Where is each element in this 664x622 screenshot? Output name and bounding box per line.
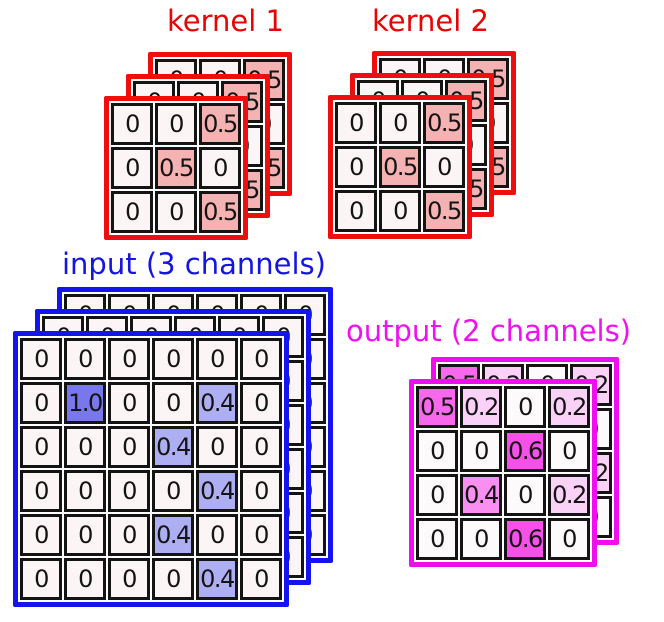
matrix-cell: 0.6 [504, 518, 546, 560]
matrix-cell: 0 [240, 338, 282, 380]
matrix-cell: 0 [108, 426, 150, 468]
matrix-cell: 0.5 [423, 102, 465, 144]
matrix-cell: 0 [155, 191, 197, 233]
output-title: output (2 channels) [346, 314, 632, 348]
kernel-2-title: kernel 2 [372, 4, 489, 38]
matrix-cell: 0.4 [460, 474, 502, 516]
matrix-cell: 0.4 [196, 382, 238, 424]
matrix-cell: 0 [335, 146, 377, 188]
matrix-cell: 0 [199, 147, 241, 189]
matrix-cell: 0 [152, 382, 194, 424]
matrix-cell: 0 [240, 558, 282, 600]
matrix-cell: 0 [111, 147, 153, 189]
matrix-cell: 0 [108, 514, 150, 556]
matrix-cell: 0.5 [199, 191, 241, 233]
matrix-cell: 0 [196, 338, 238, 380]
matrix-cell: 0 [20, 558, 62, 600]
matrix-cell: 0.4 [196, 558, 238, 600]
matrix-cell: 0 [108, 382, 150, 424]
matrix-cell: 0.6 [504, 430, 546, 472]
matrix-cell: 0 [152, 558, 194, 600]
matrix-cell: 0.4 [152, 426, 194, 468]
matrix-cell: 0 [20, 382, 62, 424]
matrix-cell: 0 [108, 338, 150, 380]
matrix-cell: 0 [111, 103, 153, 145]
matrix-cell: 0 [20, 426, 62, 468]
matrix-cell: 0 [240, 426, 282, 468]
matrix-cell: 0 [423, 146, 465, 188]
matrix-cell: 0 [335, 102, 377, 144]
matrix-cell: 0 [108, 558, 150, 600]
matrix-cell: 0.2 [460, 386, 502, 428]
matrix-cell: 0 [64, 558, 106, 600]
matrix-cell: 0 [64, 470, 106, 512]
matrix-cell: 0 [548, 518, 590, 560]
matrix-cell: 0 [379, 102, 421, 144]
matrix-cell: 0 [196, 514, 238, 556]
matrix-cell: 1.0 [64, 382, 106, 424]
matrix-cell: 0 [64, 426, 106, 468]
matrix-cell: 0 [335, 190, 377, 232]
matrix-cell: 0 [460, 430, 502, 472]
matrix-cell: 0 [152, 338, 194, 380]
matrix-cell: 0 [196, 426, 238, 468]
matrix-cell: 0 [548, 430, 590, 472]
matrix-cell: 0 [64, 338, 106, 380]
matrix-cell: 0 [504, 386, 546, 428]
matrix-cell: 0 [155, 103, 197, 145]
matrix-cell: 0 [504, 474, 546, 516]
matrix-cell: 0 [20, 470, 62, 512]
matrix-cell: 0 [460, 518, 502, 560]
matrix-cell: 0.2 [548, 386, 590, 428]
matrix-cell: 0 [20, 514, 62, 556]
matrix-cell: 0 [240, 514, 282, 556]
matrix-cell: 0 [379, 190, 421, 232]
matrix-cell: 0 [240, 382, 282, 424]
matrix-cell: 0 [416, 430, 458, 472]
input-title: input (3 channels) [62, 247, 326, 281]
matrix-cell: 0 [416, 474, 458, 516]
matrix-cell: 0 [64, 514, 106, 556]
matrix-cell: 0 [20, 338, 62, 380]
matrix-cell: 0.2 [548, 474, 590, 516]
matrix-cell: 0 [108, 470, 150, 512]
matrix-cell: 0.5 [416, 386, 458, 428]
kernel-1-title: kernel 1 [167, 4, 284, 38]
matrix-cell: 0.5 [155, 147, 197, 189]
matrix-cell: 0 [416, 518, 458, 560]
matrix-cell: 0 [240, 470, 282, 512]
matrix-cell: 0 [152, 470, 194, 512]
matrix-cell: 0.5 [423, 190, 465, 232]
matrix-cell: 0.4 [152, 514, 194, 556]
matrix-cell: 0.5 [379, 146, 421, 188]
matrix-cell: 0.5 [199, 103, 241, 145]
matrix-cell: 0 [111, 191, 153, 233]
matrix-cell: 0.4 [196, 470, 238, 512]
